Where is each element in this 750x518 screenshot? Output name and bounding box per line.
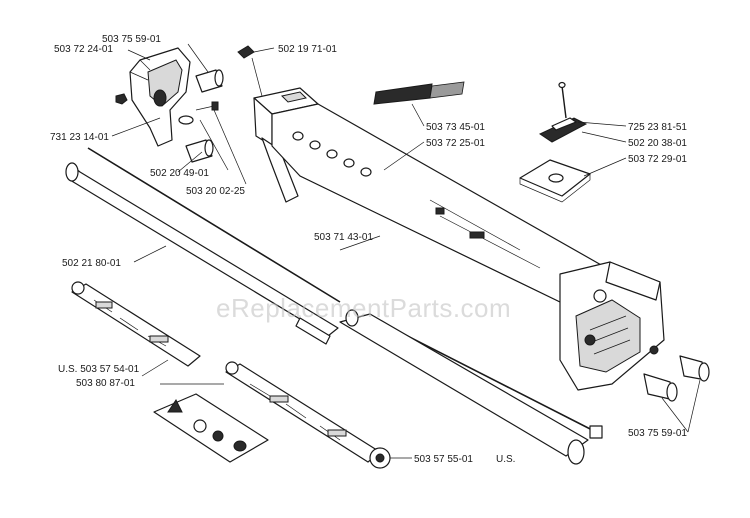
watermark: eReplacementParts.com: [216, 293, 511, 323]
decal-sleeve-lower: [225, 361, 381, 463]
part-label: 503 73 45-01: [426, 122, 485, 133]
rubber-boot: [369, 447, 391, 469]
lower-tube: [339, 309, 603, 465]
decal-sleeve-upper: [71, 281, 201, 367]
clip: [237, 45, 255, 59]
cover-plate: [519, 159, 591, 203]
part-label: 502 21 80-01: [62, 258, 121, 269]
part-label: 503 80 87-01: [76, 378, 135, 389]
warning-label: [153, 393, 269, 463]
part-label: 503 75 59-01: [102, 34, 161, 45]
part-label: U.S. 503 57 54-01: [58, 364, 140, 375]
bushing-lower: [185, 139, 214, 163]
screw: [195, 101, 219, 111]
leader-lines: [111, 43, 701, 459]
washer-small: [178, 115, 194, 125]
end-cap-lower: [643, 373, 678, 402]
part-labels: 503 75 59-01 503 72 24-01 502 19 71-01 7…: [50, 34, 687, 465]
part-label: 502 19 71-01: [278, 44, 337, 55]
nut: [115, 93, 128, 105]
end-cap-upper: [679, 355, 710, 382]
part-label: 502 20 38-01: [628, 138, 687, 149]
bushing-upper: [195, 69, 224, 93]
lever: [538, 117, 588, 143]
part-label: 502 20 49-01: [150, 168, 209, 179]
part-label: U.S.: [496, 454, 515, 465]
part-label: 731 23 14-01: [50, 132, 109, 143]
part-label: 725 23 81-51: [628, 122, 687, 133]
pin: [558, 81, 567, 119]
part-label: 503 71 43-01: [314, 232, 373, 243]
part-label: 503 20 02-25: [186, 186, 245, 197]
part-label: 503 72 24-01: [54, 44, 113, 55]
shaft-housing: [253, 87, 611, 303]
handle-bracket: [129, 47, 191, 147]
part-label: 503 72 25-01: [426, 138, 485, 149]
shaft-tube: [65, 162, 339, 345]
logo-decal: [373, 81, 465, 105]
part-label: 503 72 29-01: [628, 154, 687, 165]
part-label: 503 57 55-01: [414, 454, 473, 465]
part-label: 503 75 59-01: [628, 428, 687, 439]
gear-housing: [559, 261, 665, 391]
